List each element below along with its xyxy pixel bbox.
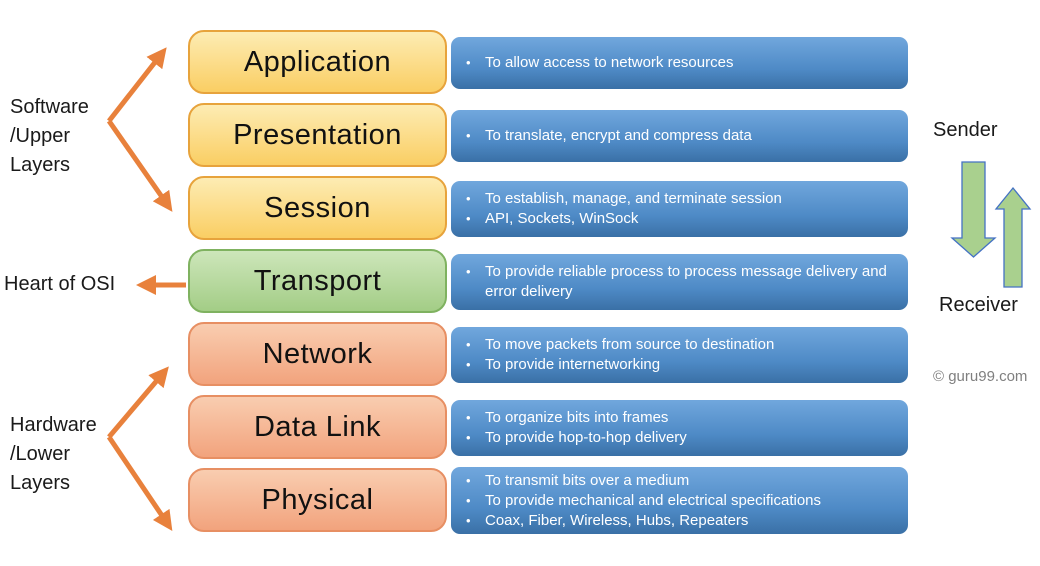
software-arrow-down-icon	[106, 119, 173, 212]
receiver-label: Receiver	[939, 294, 1018, 316]
desc-bullet: To transmit bits over a medium	[466, 471, 894, 491]
desc-box-network: To move packets from source to destinati…	[451, 327, 908, 383]
desc-bullet: To establish, manage, and terminate sess…	[466, 189, 894, 209]
desc-bullet: To translate, encrypt and compress data	[466, 126, 894, 146]
desc-bullet: Coax, Fiber, Wireless, Hubs, Repeaters	[466, 511, 894, 531]
desc-box-presentation: To translate, encrypt and compress data	[451, 110, 908, 162]
layer-name-physical: Physical	[261, 483, 374, 516]
layer-box-network: Network	[188, 322, 447, 386]
credit-text: © guru99.com	[933, 368, 1028, 385]
layer-name-presentation: Presentation	[233, 118, 402, 151]
layer-name-application: Application	[243, 45, 392, 78]
layer-box-data-link: Data Link	[188, 395, 447, 459]
desc-bullet: To move packets from source to destinati…	[466, 335, 894, 355]
layer-box-physical: Physical	[188, 468, 447, 532]
hardware-lower-layers-label: Hardware /Lower Layers	[10, 414, 97, 494]
layer-name-network: Network	[262, 337, 373, 370]
layer-box-transport: Transport	[188, 249, 447, 313]
desc-bullet: To provide reliable process to process m…	[466, 262, 894, 302]
layer-box-presentation: Presentation	[188, 103, 447, 167]
desc-bullet: API, Sockets, WinSock	[466, 209, 894, 229]
heart-of-osi-label: Heart of OSI	[4, 273, 116, 295]
desc-bullet: To provide mechanical and electrical spe…	[466, 491, 894, 511]
sender-down-arrow-icon	[950, 161, 997, 258]
layer-box-session: Session	[188, 176, 447, 240]
hardware-arrow-up-icon	[107, 366, 169, 439]
desc-bullet: To allow access to network resources	[466, 53, 894, 73]
desc-box-physical: To transmit bits over a medium To provid…	[451, 467, 908, 534]
layer-name-session: Session	[264, 191, 371, 224]
sender-label: Sender	[933, 119, 998, 141]
desc-bullet: To organize bits into frames	[466, 408, 894, 428]
desc-box-transport: To provide reliable process to process m…	[451, 254, 908, 310]
receiver-up-arrow-icon	[994, 186, 1032, 288]
desc-box-session: To establish, manage, and terminate sess…	[451, 181, 908, 237]
layer-name-data-link: Data Link	[253, 410, 381, 443]
layer-name-transport: Transport	[253, 264, 382, 297]
desc-box-data-link: To organize bits into frames To provide …	[451, 400, 908, 456]
software-arrow-up-icon	[107, 47, 167, 123]
desc-bullet: To provide hop-to-hop delivery	[466, 428, 894, 448]
hardware-arrow-down-icon	[106, 435, 173, 531]
layer-box-application: Application	[188, 30, 447, 94]
software-upper-layers-label: Software /Upper Layers	[10, 96, 89, 176]
desc-bullet: To provide internetworking	[466, 355, 894, 375]
desc-box-application: To allow access to network resources	[451, 37, 908, 89]
